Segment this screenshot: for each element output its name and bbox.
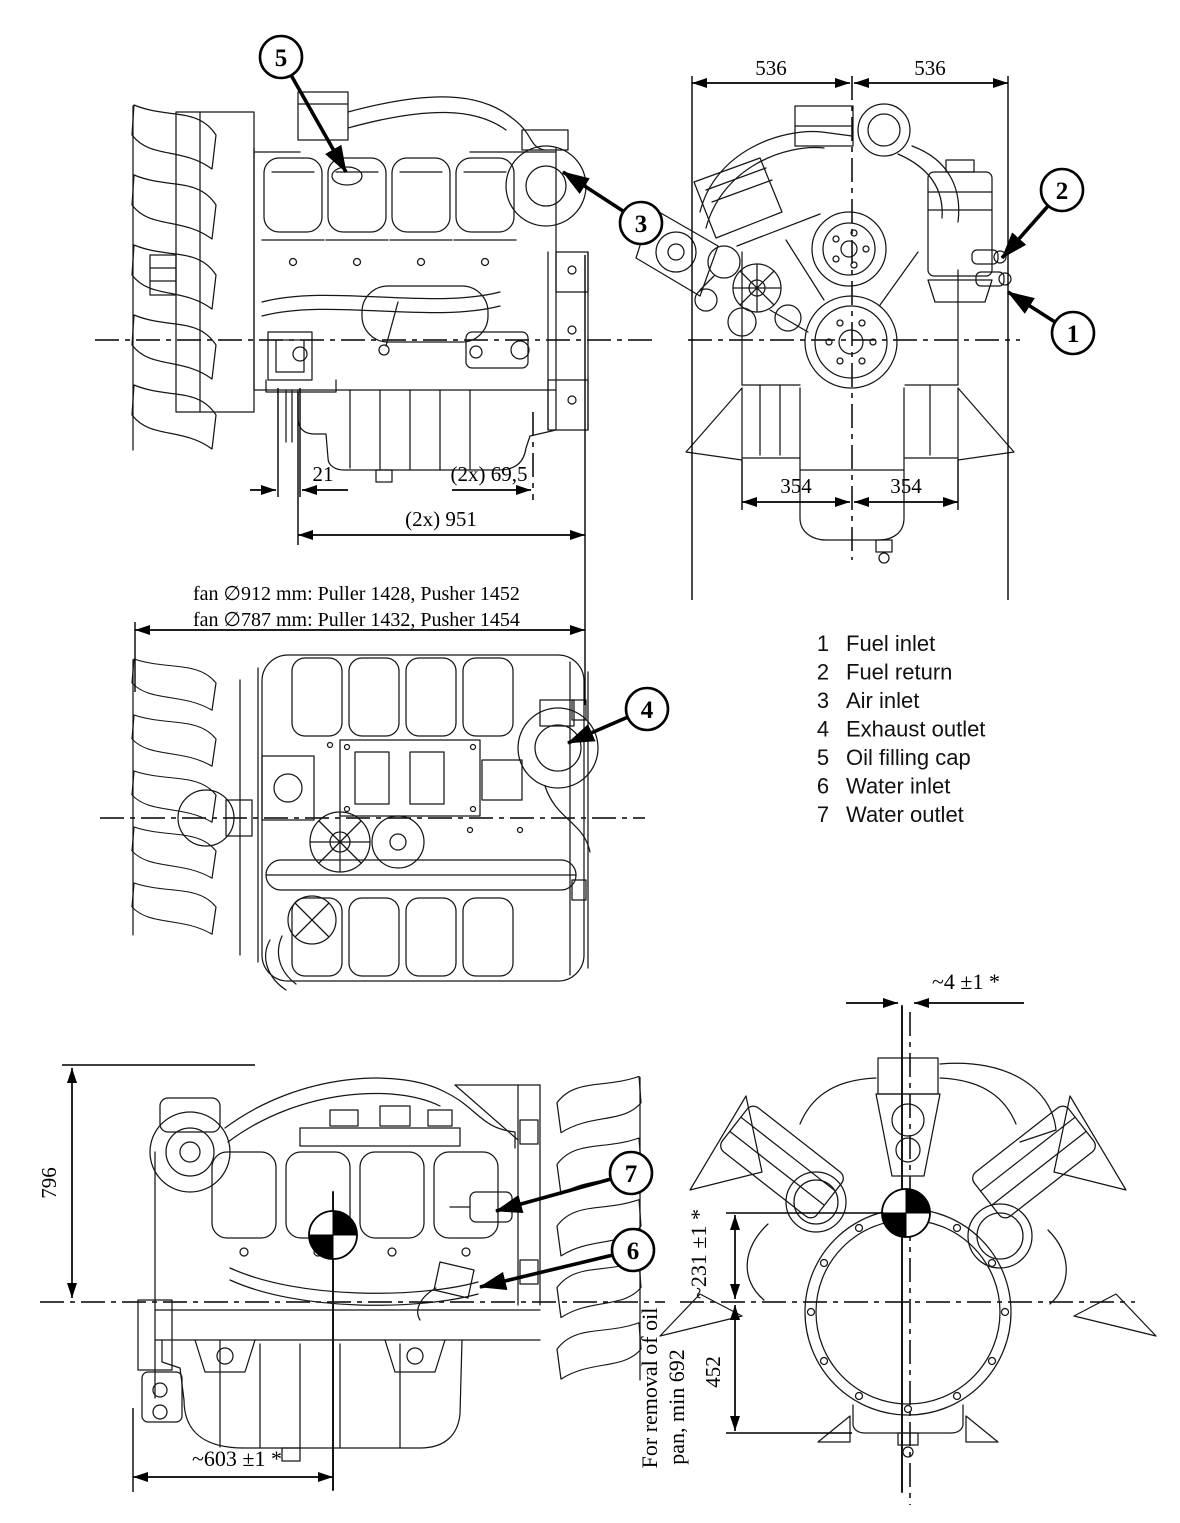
- callout-6-arrow: [478, 1253, 614, 1291]
- callout-3-number: 3: [635, 211, 648, 238]
- dim-354-left: 354: [780, 474, 812, 498]
- dim-21: 21: [313, 462, 334, 486]
- dim-354-right: 354: [890, 474, 922, 498]
- dim-536-left: 536: [755, 56, 787, 80]
- fuel-inlet-fitting: [975, 271, 1005, 287]
- callout-4-arrow: [567, 715, 629, 745]
- dim-231: ~231 ±1 *: [686, 1209, 711, 1299]
- legend-1-label: Fuel inlet: [846, 631, 935, 656]
- legend-5-num: 5: [817, 745, 829, 770]
- fan-note-787: fan ∅787 mm: Puller 1432, Pusher 1454: [193, 609, 520, 631]
- callout-2-arrow: [1000, 204, 1050, 260]
- engine-mount-left: [685, 387, 743, 461]
- callout-7-number: 7: [625, 1161, 638, 1188]
- view-rear: [659, 1005, 1157, 1493]
- legend-3-num: 3: [817, 688, 829, 713]
- legend-3-label: Air inlet: [846, 688, 919, 713]
- oil-drain-plug-2: [281, 1447, 301, 1462]
- callout-3-circle: [618, 200, 664, 246]
- view-side-front: [132, 91, 589, 483]
- engine-mount-right: [957, 387, 1015, 461]
- dim-796: 796: [37, 1167, 61, 1199]
- crank-pulley: [804, 295, 898, 389]
- legend-4-num: 4: [817, 717, 829, 742]
- dimension-labels: 21 (2x) 69,5 (2x) 951 536 536 354 354 fa…: [37, 56, 1000, 1471]
- callout-4-number: 4: [641, 697, 654, 724]
- legend-4-label: Exhaust outlet: [846, 717, 985, 742]
- oil-pan-note-line2: pan, min 692: [664, 1349, 689, 1465]
- callout-7-arrow: [494, 1177, 612, 1214]
- callout-5-arrow: [289, 74, 348, 173]
- callout-6-circle: [610, 1227, 656, 1273]
- dim-536-right: 536: [914, 56, 946, 80]
- exhaust-outlet-turbo: [517, 707, 599, 789]
- legend-1-num: 1: [817, 631, 829, 656]
- callout-2-circle: [1039, 167, 1085, 213]
- view-front: [635, 103, 1015, 564]
- dim-69-5: (2x) 69,5: [451, 462, 528, 486]
- legend-7-num: 7: [817, 802, 829, 827]
- oil-filling-cap: [331, 166, 363, 186]
- callout-1-circle: [1050, 310, 1096, 356]
- legend: 1 Fuel inlet 2 Fuel return 3 Air inlet 4…: [817, 631, 986, 827]
- dim-951: (2x) 951: [405, 507, 477, 531]
- callout-5-circle: [258, 34, 304, 80]
- callouts: 5 3 2 1 4 7 6: [258, 34, 1096, 1291]
- legend-7-label: Water outlet: [846, 802, 964, 827]
- fuel-return-fitting: [971, 249, 999, 265]
- dim-4: ~4 ±1 *: [932, 969, 1000, 994]
- callout-5-number: 5: [275, 45, 288, 72]
- view-top: [132, 654, 599, 991]
- callout-1-arrow: [1007, 290, 1056, 324]
- view-side-rear: [137, 1076, 641, 1491]
- callout-7-circle: [608, 1150, 654, 1196]
- callout-4-circle: [624, 686, 670, 732]
- legend-6-num: 6: [817, 774, 829, 799]
- water-inlet: [433, 1261, 475, 1299]
- callout-6-number: 6: [627, 1238, 640, 1265]
- callout-1-number: 1: [1067, 321, 1080, 348]
- dim-452: 452: [701, 1356, 725, 1388]
- fan-note-912: fan ∅912 mm: Puller 1428, Pusher 1452: [193, 583, 520, 605]
- callout-2-number: 2: [1056, 178, 1069, 205]
- dimension-lines: [62, 76, 1024, 1492]
- oil-drain-plug: [375, 469, 393, 483]
- callout-3-arrow: [562, 170, 624, 213]
- legend-2-num: 2: [817, 660, 829, 685]
- legend-5-label: Oil filling cap: [846, 745, 971, 770]
- dim-603: ~603 ±1 *: [192, 1446, 282, 1471]
- oil-pan-note-line1: For removal of oil: [637, 1308, 662, 1469]
- legend-6-label: Water inlet: [846, 774, 950, 799]
- legend-2-label: Fuel return: [846, 660, 952, 685]
